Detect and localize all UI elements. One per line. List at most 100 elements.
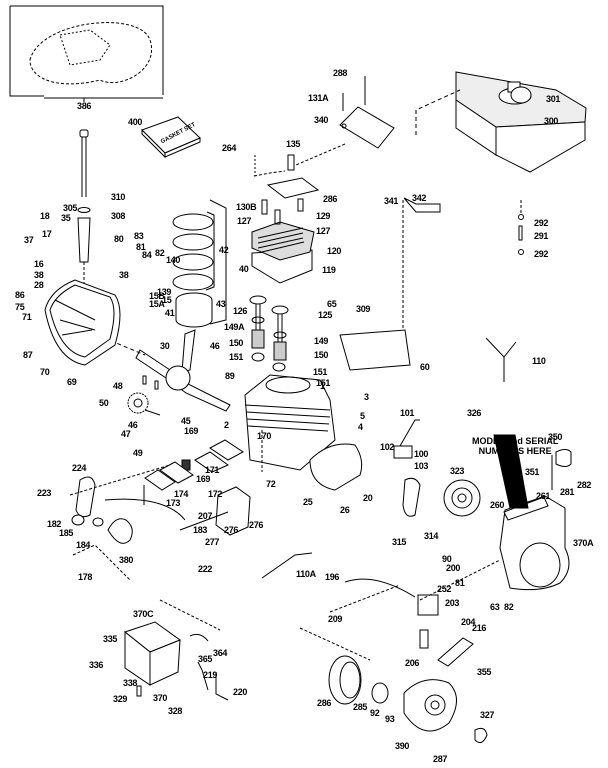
part-label-plug: 5 bbox=[360, 411, 365, 421]
part-label-nut: 37 bbox=[24, 235, 34, 245]
part-label-seal: 20 bbox=[363, 493, 373, 503]
dipstick bbox=[77, 129, 91, 296]
part-label-screw: 72 bbox=[266, 479, 276, 489]
part-label-plate: 172 bbox=[208, 489, 223, 499]
part-label-shroud: 335 bbox=[103, 634, 118, 644]
part-label-connecting-rod: 46 bbox=[210, 341, 220, 351]
model-serial-note-line1: MODEL and SERIAL bbox=[472, 436, 559, 446]
part-label-flywheel: 90 bbox=[442, 554, 452, 564]
part-label-tank-bracket: 340 bbox=[314, 115, 329, 125]
part-label-screw: 338 bbox=[123, 678, 138, 688]
ground-wire bbox=[485, 337, 517, 382]
part-label-washer: 127 bbox=[316, 226, 331, 236]
part-label-fuel-tank: 300 bbox=[544, 116, 559, 126]
part-label-screw: 277 bbox=[205, 537, 220, 547]
part-label-intake-pipe: 170 bbox=[257, 431, 272, 441]
part-label-switch: 206 bbox=[405, 658, 420, 668]
camshaft bbox=[127, 375, 161, 416]
part-label-nut: 28 bbox=[34, 280, 44, 290]
part-label-screw: 174 bbox=[174, 489, 189, 499]
part-label-bracket: 281 bbox=[560, 487, 575, 497]
part-label-nut: 93 bbox=[385, 714, 395, 724]
part-label-rewind-starter: 390 bbox=[395, 741, 410, 751]
tank-bracket bbox=[295, 76, 461, 166]
part-label-screw: 87 bbox=[23, 350, 33, 360]
part-label-washer: 92 bbox=[370, 708, 380, 718]
part-label-fuel-line: 291 bbox=[534, 231, 549, 241]
part-label-rod-lock: 45 bbox=[181, 416, 191, 426]
part-label-screw: 18 bbox=[40, 211, 50, 221]
part-label-adapter: 185 bbox=[59, 528, 74, 538]
part-label-screw: 178 bbox=[78, 572, 93, 582]
part-label-head-gasket: 119 bbox=[322, 265, 336, 275]
part-label-ring-set: 42 bbox=[219, 245, 229, 255]
part-label-gasket: 4 bbox=[358, 422, 363, 432]
part-label-washer: 38 bbox=[119, 270, 129, 280]
ignition-module bbox=[393, 419, 481, 517]
part-label-screw: 252 bbox=[437, 584, 452, 594]
part-label-governor-part: 15A bbox=[149, 299, 165, 309]
part-label-screw: 86 bbox=[15, 290, 25, 300]
part-label-governor-part: 15B bbox=[149, 291, 165, 301]
part-label-control-bracket: 200 bbox=[446, 563, 461, 573]
part-label-dipstick-tube: 305 bbox=[63, 203, 78, 213]
crankshaft bbox=[84, 329, 231, 412]
part-label-muffler: 276 bbox=[249, 520, 264, 530]
model-serial-note-line2: NUMBERS HERE bbox=[478, 446, 552, 456]
part-label-governor-assembly: 15 bbox=[162, 295, 172, 305]
model-serial-note: MODEL and SERIAL NUMBERS HERE bbox=[472, 436, 558, 456]
part-label-screw: 288 bbox=[333, 68, 348, 78]
part-label-gasket: 184 bbox=[76, 540, 91, 550]
intake-gaskets bbox=[104, 439, 244, 521]
part-label-wire: 103 bbox=[414, 461, 429, 471]
part-label-bracket: 139 bbox=[157, 287, 172, 297]
part-label-clip: 326 bbox=[467, 408, 482, 418]
cylinder-shield bbox=[339, 197, 441, 371]
part-label-wire: 110A bbox=[296, 569, 316, 579]
part-label-screen: 286 bbox=[317, 698, 332, 708]
control-bracket bbox=[261, 552, 501, 649]
part-label-screw: 209 bbox=[328, 614, 343, 624]
valves bbox=[249, 295, 289, 372]
part-label-wire: 364 bbox=[213, 648, 228, 658]
part-label-clip: 370C bbox=[133, 609, 154, 619]
part-label-link: 82 bbox=[504, 602, 514, 612]
part-label-washer: 127 bbox=[237, 216, 252, 226]
part-label-o-ring: 308 bbox=[111, 211, 126, 221]
part-label-screw: 336 bbox=[89, 660, 104, 670]
part-label-screw: 222 bbox=[198, 564, 213, 574]
part-label-tube: 173 bbox=[166, 498, 181, 508]
part-label-piston-pin-retainer: 43 bbox=[216, 299, 226, 309]
rewind-starter bbox=[299, 627, 488, 744]
part-label-screw: 131A bbox=[308, 93, 329, 103]
part-label-air-guide: 25 bbox=[303, 497, 313, 507]
part-label-crankshaft: 30 bbox=[160, 341, 170, 351]
part-label-clip: 370A bbox=[573, 538, 594, 548]
part-label-clamp: 292 bbox=[534, 218, 549, 228]
part-label-nut: 220 bbox=[233, 687, 248, 697]
carburetor bbox=[69, 464, 171, 581]
part-label-screw: 129 bbox=[316, 211, 331, 221]
part-label-washer: 38 bbox=[34, 270, 44, 280]
part-label-clip: 309 bbox=[356, 304, 371, 314]
blower-housing bbox=[493, 434, 572, 591]
part-label-lead-wire: 101 bbox=[400, 408, 415, 418]
part-label-valve-cap: 149A bbox=[224, 322, 245, 332]
part-label-screw: 102 bbox=[380, 442, 395, 452]
piston-rings bbox=[172, 199, 227, 328]
part-label-screw: 314 bbox=[424, 531, 439, 541]
part-label-muffler-bracket: 276 bbox=[224, 525, 239, 535]
part-label-bracket: 286 bbox=[323, 194, 338, 204]
part-label-ground-wire: 110 bbox=[532, 356, 546, 366]
fuel-tank bbox=[455, 71, 587, 255]
part-label-gasket: 169 bbox=[184, 426, 199, 436]
part-label-mounting-flange: 69 bbox=[67, 377, 77, 387]
part-label-spring: 63 bbox=[490, 602, 500, 612]
part-label-cup: 285 bbox=[353, 702, 368, 712]
air-guide bbox=[309, 443, 363, 491]
part-label-screw: 223 bbox=[37, 488, 52, 498]
cylinder-head bbox=[251, 198, 315, 284]
part-label-retainer: 151 bbox=[229, 352, 244, 362]
part-label-starter-handle: 327 bbox=[480, 710, 495, 720]
